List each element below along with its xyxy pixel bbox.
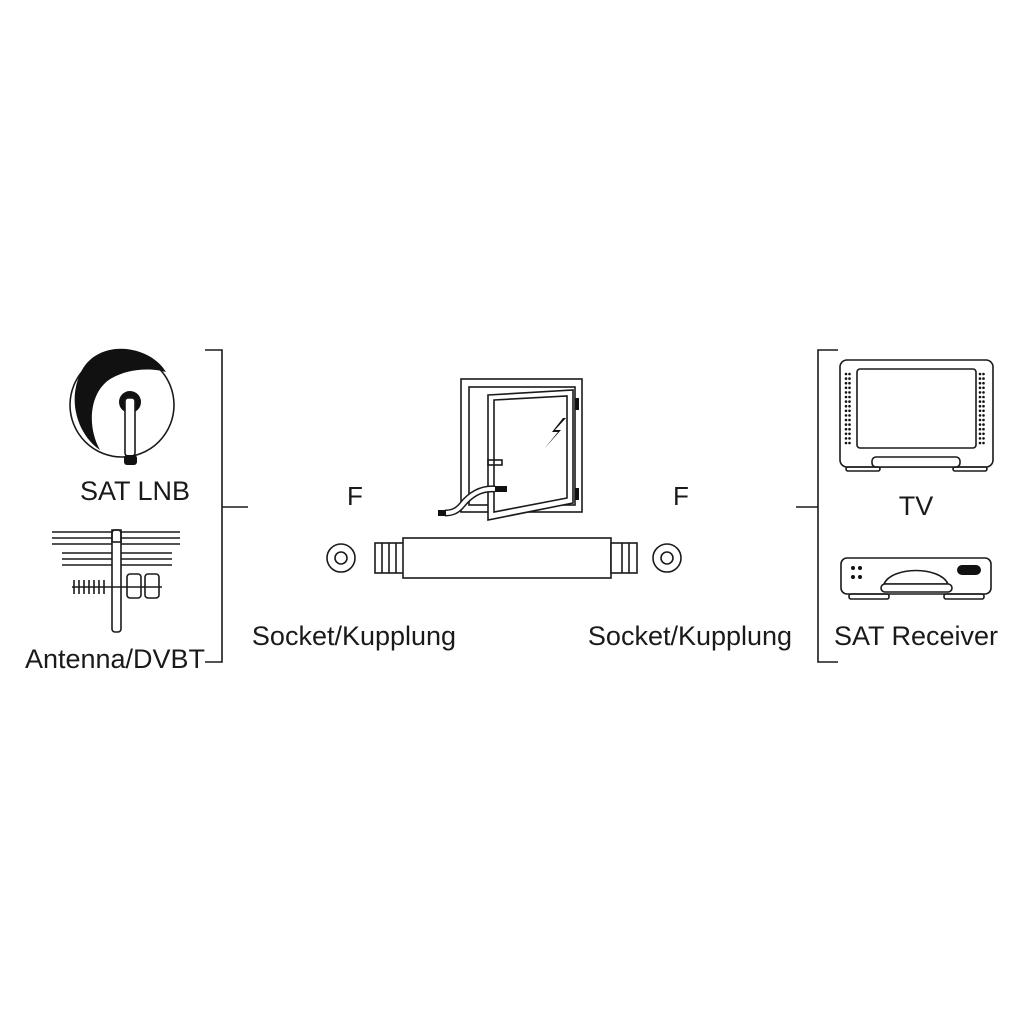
tv-speaker-dot: [848, 381, 851, 385]
right-bracket: [796, 349, 838, 663]
tv-speaker-dot: [844, 377, 848, 380]
tv-speaker-dot: [978, 414, 982, 417]
tv-speaker-dot: [982, 400, 985, 403]
tv-speaker-dot: [848, 414, 851, 417]
tv-speaker-dot: [848, 377, 851, 380]
tv-speaker-dot: [982, 409, 985, 413]
tv-speaker-dot: [978, 437, 982, 440]
tv-speaker-dot: [982, 404, 985, 408]
tv-speaker-dot: [978, 372, 982, 376]
tv-speaker-dot: [844, 386, 848, 390]
tv-speaker-dot: [982, 377, 985, 380]
tv-speaker-dot: [848, 432, 851, 436]
tv-speaker-dot: [982, 441, 985, 445]
tv-speaker-dot: [982, 418, 985, 422]
tv-speaker-dot: [978, 377, 982, 380]
right-socket-label: Socket/Kupplung: [588, 621, 792, 651]
tv-speaker-dot: [844, 372, 848, 376]
tv-speaker-dot: [978, 423, 982, 426]
tv-speaker-dot: [982, 381, 985, 385]
left-f-socket-icon: [326, 543, 356, 573]
tv-speaker-dot: [982, 423, 985, 426]
tv-speaker-dot: [848, 386, 851, 390]
tv-speaker-dot: [844, 437, 848, 440]
tv-speaker-dot: [982, 391, 985, 394]
tv-speaker-dot: [978, 409, 982, 413]
tv-speaker-dot: [844, 400, 848, 403]
tv-speaker-dot: [982, 414, 985, 417]
tv-speaker-dot: [848, 404, 851, 408]
sat-lnb-label: SAT LNB: [80, 476, 190, 506]
tv-speaker-dot: [844, 391, 848, 394]
left-socket-label: Socket/Kupplung: [252, 621, 456, 651]
antenna-icon: [52, 529, 180, 633]
sat-receiver-icon: [840, 557, 992, 600]
tv-speaker-dot: [982, 372, 985, 376]
tv-speaker-dot: [978, 386, 982, 390]
left-bracket: [205, 349, 248, 663]
tv-speaker-dot: [844, 409, 848, 413]
tv-speaker-dot: [844, 423, 848, 426]
tv-speaker-dot: [844, 381, 848, 385]
tv-speaker-dot: [844, 418, 848, 422]
tv-speaker-dot: [978, 432, 982, 436]
tv-speaker-dot: [978, 391, 982, 394]
tv-speaker-dot: [844, 441, 848, 445]
tv-label: TV: [899, 491, 934, 521]
tv-speaker-dot: [978, 395, 982, 399]
antenna-label: Antenna/DVBT: [25, 644, 205, 674]
tv-icon: [839, 359, 994, 472]
tv-speaker-dot: [978, 441, 982, 445]
sat-dish-icon: [69, 348, 175, 465]
coax-connector-icon: [374, 537, 638, 579]
right-f-socket-icon: [652, 543, 682, 573]
left-f-label: F: [347, 481, 363, 511]
tv-speaker-dot: [848, 400, 851, 403]
tv-speaker-dot: [982, 432, 985, 436]
tv-speaker-dot: [844, 395, 848, 399]
tv-speaker-dot: [978, 404, 982, 408]
tv-speaker-dot: [848, 391, 851, 394]
tv-speaker-dot: [978, 381, 982, 385]
tv-speaker-dot: [848, 441, 851, 445]
tv-speaker-dot: [848, 437, 851, 440]
sat-receiver-label: SAT Receiver: [834, 621, 998, 651]
tv-speaker-dot: [978, 427, 982, 431]
tv-speaker-dot: [844, 414, 848, 417]
tv-speaker-dot: [978, 418, 982, 422]
tv-speaker-dot: [982, 386, 985, 390]
tv-speaker-dot: [978, 400, 982, 403]
tv-speaker-dot: [848, 409, 851, 413]
tv-speaker-dot: [844, 404, 848, 408]
tv-speaker-dot: [982, 427, 985, 431]
right-f-label: F: [673, 481, 689, 511]
tv-speaker-dot: [848, 423, 851, 426]
tv-speaker-dot: [848, 372, 851, 376]
window-cable-icon: [438, 378, 583, 521]
tv-speaker-dot: [844, 432, 848, 436]
tv-speaker-dot: [848, 427, 851, 431]
tv-speaker-dot: [848, 418, 851, 422]
tv-speaker-dot: [982, 437, 985, 440]
tv-speaker-dot: [982, 395, 985, 399]
tv-speaker-dot: [848, 395, 851, 399]
tv-speaker-dot: [844, 427, 848, 431]
